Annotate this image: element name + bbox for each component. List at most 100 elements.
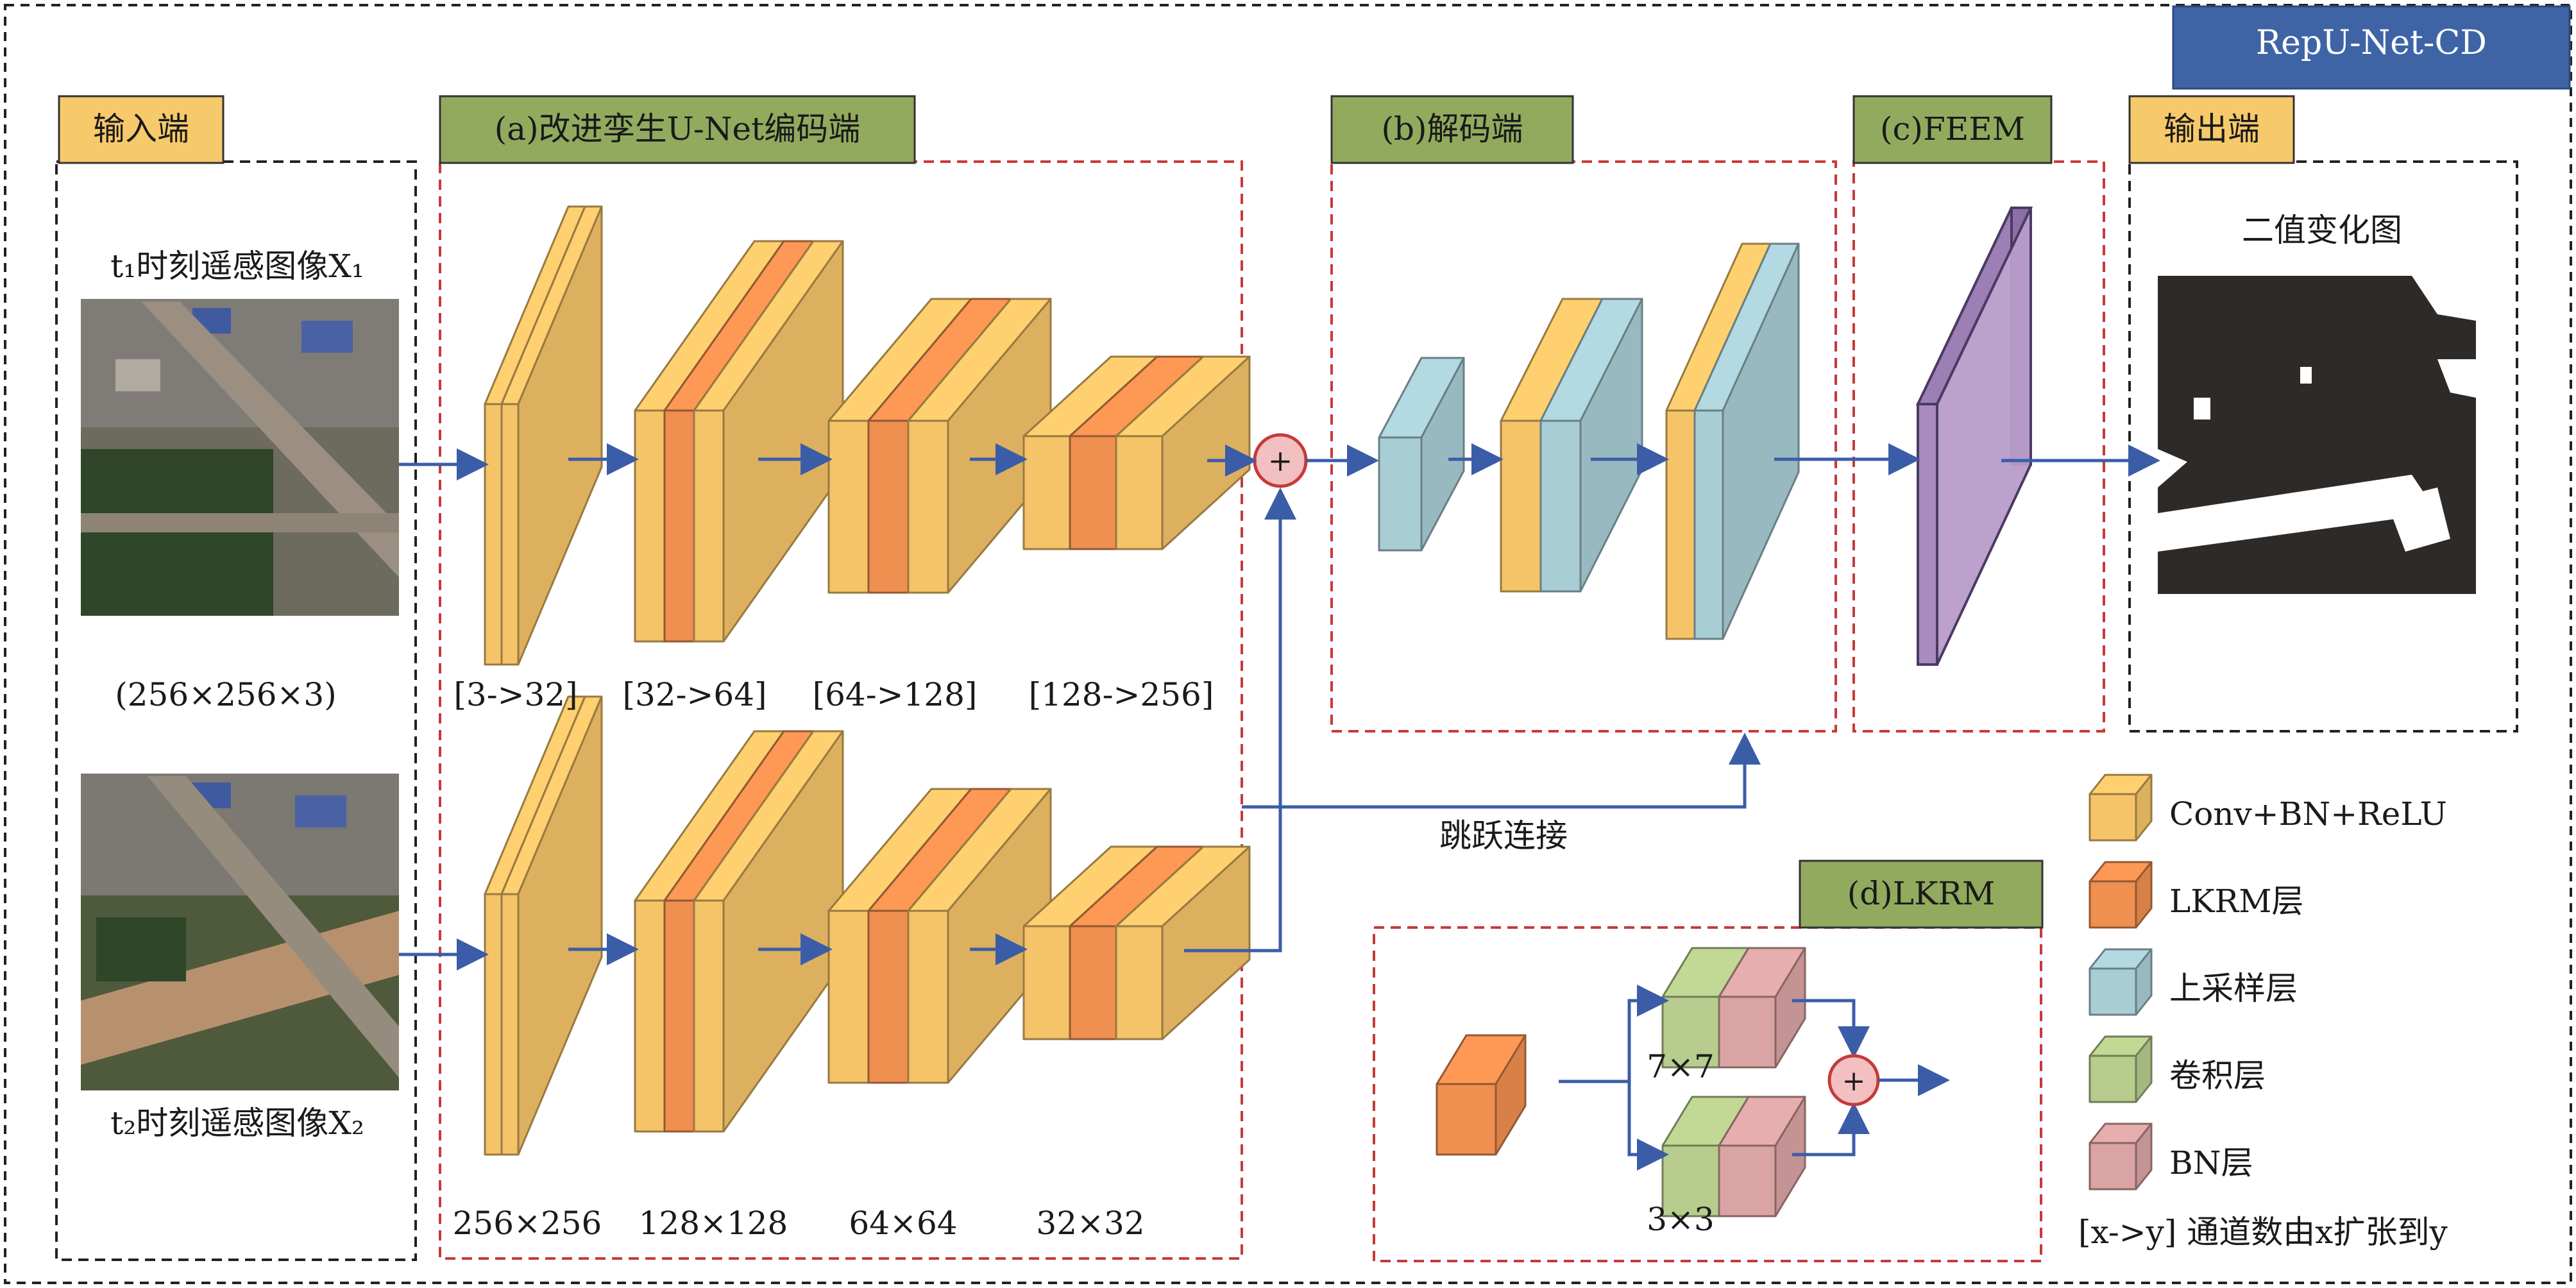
legend-label-5: BN层	[2169, 1144, 2253, 1182]
output-caption: 二值变化图	[2242, 212, 2402, 249]
t2-image	[81, 774, 399, 1090]
decoder-stage-2-layer-2	[1539, 298, 1643, 593]
encoder-top-stage-3-layer-2-front	[867, 419, 910, 594]
t1-caption: t₁时刻遥感图像X₁	[110, 248, 364, 285]
encoder-bottom-stage-2-layer-2-front	[663, 899, 695, 1133]
lkrm-top-kernel-label: 7×7	[1647, 1048, 1715, 1085]
legend-swatch-1	[2089, 774, 2153, 842]
encoder-section-label-box	[439, 95, 916, 164]
encoder-blocks	[484, 205, 1251, 1156]
decoder-stage-3-layer-2-front	[1693, 409, 1724, 640]
title-text: RepU-Net-CD	[2256, 24, 2487, 62]
legend-label-4: 卷积层	[2169, 1057, 2266, 1094]
decoder-panel-frame	[1330, 160, 1837, 733]
decoder-section-label-box	[1330, 95, 1574, 164]
legend-swatch-4	[2089, 1035, 2153, 1103]
lkrm-merge-top	[1792, 999, 1870, 1058]
decoder-stage-1-layer-1-front	[1378, 436, 1423, 552]
encoder-bottom-stage-2-layer-3-front	[693, 899, 725, 1133]
decoder-stage-3-layer-2	[1693, 242, 1800, 640]
title-badge	[2172, 5, 2571, 90]
encoder-top-stage-2-layer-1-front	[634, 409, 666, 643]
encoder-top-stage-4-layer-3	[1115, 355, 1251, 550]
size-label-4: 32×32	[1036, 1205, 1144, 1242]
legend-swatch-3-front	[2089, 967, 2137, 1016]
encoder-bottom-stage-1-layer-2	[500, 695, 603, 1156]
encoder-top-stage-2-layer-2-front	[663, 409, 695, 643]
lkrm-bottom-kernel-label: 3×3	[1647, 1201, 1715, 1238]
encoder-top-stage-4-layer-3-front	[1115, 435, 1164, 550]
binary-change-map	[2158, 276, 2476, 594]
input-size: (256×256×3)	[115, 676, 336, 713]
encoder-bottom-stage-4-layer-3	[1115, 845, 1251, 1040]
encoder-bottom-stage-3-layer-3-front	[907, 910, 949, 1084]
feem-section-label-box	[1852, 95, 2053, 164]
encoder-bottom-stage-4-layer-3-front	[1115, 925, 1164, 1040]
t1-image	[81, 299, 399, 616]
lkrm-panel-frame	[1373, 926, 2042, 1262]
lkrm-blocks	[1436, 947, 1806, 1217]
lkrm-bottom-branch-layer-2-front	[1718, 1144, 1777, 1217]
t2-caption: t₂时刻遥感图像X₂	[110, 1105, 364, 1142]
legend-swatch-2-front	[2089, 880, 2137, 929]
encoder-top-stage-1-layer-1-front	[484, 403, 503, 666]
lkrm-top-branch-layer-2-front	[1718, 996, 1777, 1069]
legend-swatch-3	[2089, 948, 2153, 1016]
feem-section-label: (c)FEEM	[1880, 110, 2025, 148]
lkrm-input-block-layer-1-front	[1436, 1083, 1497, 1156]
input-panel-frame	[55, 160, 417, 1261]
input-section-label-box	[58, 95, 225, 164]
channel-label-2: [32->64]	[622, 676, 767, 713]
legend-label-2: LKRM层	[2169, 883, 2303, 920]
encoder-bottom-stage-3-layer-2-front	[867, 910, 910, 1084]
encoder-top-stage-4-layer-2-front	[1069, 435, 1117, 550]
output-panel-frame	[2128, 160, 2518, 733]
channel-label-4: [128->256]	[1029, 676, 1214, 713]
lkrm-sum-node-plus: +	[1842, 1065, 1866, 1097]
sum-node-plus: +	[1268, 443, 1293, 478]
decoder-blocks	[1378, 242, 1800, 640]
output-section-label-box	[2128, 95, 2295, 164]
legend-note: [x->y] 通道数由x扩张到y	[2078, 1214, 2448, 1251]
encoder-bottom-stage-4-layer-1-front	[1022, 925, 1071, 1040]
encoder-bottom-stage-3-layer-1-front	[827, 910, 870, 1084]
encoder-bottom-stage-4-layer-2-front	[1069, 925, 1117, 1040]
legend-swatch-5-front	[2089, 1142, 2137, 1191]
encoder-section-label: (a)改进孪生U-Net编码端	[495, 110, 860, 148]
encoder-bottom-stage-1-layer-2-front	[500, 893, 520, 1156]
legend-label-3: 上采样层	[2169, 970, 2298, 1007]
lkrm-bottom-branch-layer-2	[1718, 1096, 1806, 1217]
decoder-stage-2-layer-1-front	[1500, 419, 1542, 593]
lkrm-split-bottom	[1627, 1081, 1669, 1171]
legend-swatch-4-front	[2089, 1055, 2137, 1103]
encoder-top-stage-4-layer-1-front	[1022, 435, 1071, 550]
size-label-3: 64×64	[849, 1205, 957, 1242]
channel-label-1: [3->32]	[453, 676, 577, 713]
feem-block	[1915, 207, 2033, 666]
decoder-stage-1-layer-1	[1378, 357, 1465, 552]
legend-swatch-1-front	[2089, 793, 2137, 842]
size-label-1: 256×256	[453, 1205, 602, 1242]
encoder-top-stage-2-layer-3	[693, 240, 844, 643]
lkrm-split-top	[1559, 985, 1669, 1083]
outer-frame	[4, 4, 2572, 1284]
skip-connection-label: 跳跃连接	[1439, 817, 1568, 854]
legend-swatch-5	[2089, 1123, 2153, 1191]
legend-label-1: Conv+BN+ReLU	[2169, 795, 2447, 833]
decoder-stage-2-layer-2-front	[1539, 419, 1582, 593]
encoder-bottom-stage-2-layer-1-front	[634, 899, 666, 1133]
output-section-label: 输出端	[2164, 110, 2260, 148]
encoder-bottom-stage-2-layer-3	[693, 730, 844, 1133]
encoder-top-stage-3-layer-3-front	[907, 419, 949, 594]
input-section-label: 输入端	[93, 110, 189, 148]
decoder-section-label: (b)解码端	[1381, 110, 1523, 148]
lkrm-section-label: (d)LKRM	[1847, 875, 1995, 912]
encoder-top-stage-1-layer-2	[500, 205, 603, 666]
channel-label-3: [64->128]	[813, 676, 978, 713]
lkrm-input-block-layer-1	[1436, 1034, 1527, 1156]
lkrm-merge-bottom	[1792, 1102, 1870, 1157]
lkrm-section-label-box	[1799, 860, 2044, 929]
decoder-stage-3-layer-1-front	[1665, 409, 1696, 640]
